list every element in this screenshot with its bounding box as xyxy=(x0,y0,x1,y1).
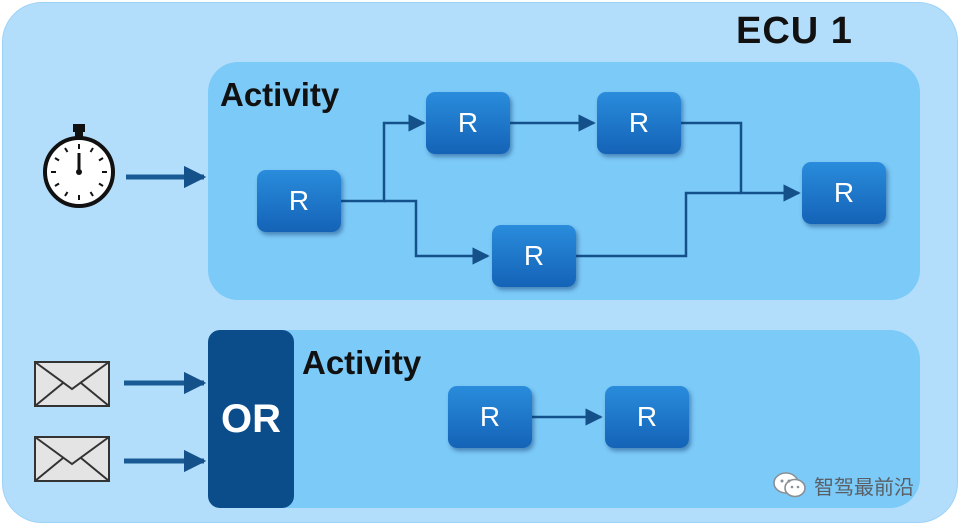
watermark: 智驾最前沿 xyxy=(772,470,914,500)
runnable-box: R xyxy=(448,386,532,448)
runnable-box: R xyxy=(597,92,681,154)
activity-label: Activity xyxy=(302,344,422,381)
runnable-box: R xyxy=(802,162,886,224)
runnable-box: R xyxy=(492,225,576,287)
envelope-icon xyxy=(34,361,110,407)
flow-arrow xyxy=(341,114,426,203)
stopwatch-icon xyxy=(43,124,115,208)
or-gate: OR xyxy=(208,330,294,508)
flow-arrow xyxy=(384,199,490,265)
wechat-icon xyxy=(773,472,806,498)
flow-arrow xyxy=(681,121,801,202)
runnable-box: R xyxy=(605,386,689,448)
flow-line xyxy=(576,191,741,258)
activity-event xyxy=(208,330,920,508)
runnable-box: R xyxy=(257,170,341,232)
envelope-icon xyxy=(34,436,110,482)
runnable-box: R xyxy=(426,92,510,154)
ecu-title: ECU 1 xyxy=(736,10,853,52)
watermark-text: 智驾最前沿 xyxy=(814,474,914,499)
activity-label: Activity xyxy=(220,76,340,113)
